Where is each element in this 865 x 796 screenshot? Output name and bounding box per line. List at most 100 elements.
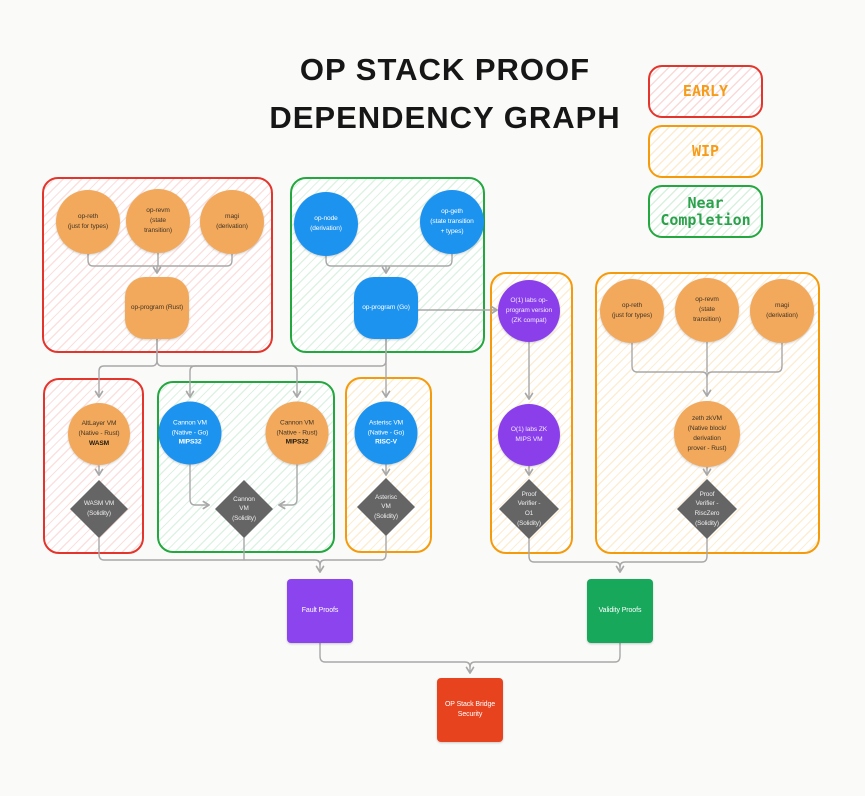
node-label-line: (Solidity) [87, 510, 111, 517]
node-label-line: transition) [693, 315, 721, 323]
node-op-revm-early: op-revm (state transition) [126, 189, 190, 253]
page-title-line-1: OP STACK PROOF [299, 52, 591, 87]
node-zeth-zkvm: zeth zkVM (Native block/ derivation prov… [674, 401, 740, 467]
node-label-line: O1 [524, 510, 534, 517]
node-label-line: (Native - Rust) [276, 429, 318, 437]
edge-early-bus [87, 252, 233, 267]
edge-wasm-to-fault [98, 537, 325, 573]
node-label-line: WASM VM [83, 500, 115, 508]
edge-wip-bus-left [631, 342, 712, 397]
node-o1-op-program: O(1) labs op- program version (ZK compat… [498, 280, 560, 342]
legend-near-label-line-1: Near [687, 193, 724, 212]
node-op-revm-wip: op-revm (state transition) [675, 278, 739, 342]
node-label-line: op-geth [441, 208, 463, 216]
node-label-line: + types) [440, 227, 464, 235]
legend-wip: WIP [648, 125, 763, 178]
node-magi-wip: magi (derivation) [750, 279, 814, 343]
node-label-line: (state [699, 306, 715, 314]
legend-wip-label: WIP [691, 142, 720, 160]
edge-go-to-cannon-go [185, 338, 387, 398]
node-label-line: Asterisc VM [368, 419, 404, 427]
node-label-line: op-program (Rust) [130, 304, 184, 312]
node-label-line: transition) [144, 226, 172, 234]
edge-o1-to-validity [528, 536, 625, 573]
node-label-line: Verifier - [517, 500, 541, 508]
node-label-line: Asterisc [375, 493, 397, 501]
node-label-line: RiscZero [694, 510, 720, 517]
edge-validity-to-bridge [469, 642, 621, 668]
node-label-line-bold: MIPS32 [178, 438, 202, 446]
node-label-line: op-revm [695, 296, 719, 304]
node-op-stack-bridge-security: OP Stack Bridge Security [437, 678, 503, 742]
node-label-line: op-revm [146, 207, 170, 215]
node-asterisc-vm: Asterisc VM (Native - Go) RISC-V [354, 401, 418, 465]
node-label-line: magi [225, 213, 239, 221]
node-label-line: (just for types) [611, 312, 653, 319]
node-label-line: (Native block/ [687, 425, 727, 433]
node-label-line: O(1) labs ZK [510, 426, 548, 434]
edge-fault-to-bridge [319, 642, 475, 674]
node-label-line: VM [381, 503, 391, 511]
node-label-line: (derivation) [766, 312, 798, 319]
node-op-node: op-node (derivation) [294, 192, 358, 256]
node-label-line: (Native - Go) [171, 429, 209, 437]
edge-rust-to-cannon-rust [156, 338, 302, 398]
node-label-line: (Solidity) [374, 512, 398, 520]
node-label-line-bold: WASM [88, 439, 110, 447]
node-cannon-vm-go: Cannon VM (Native - Go) MIPS32 [158, 401, 222, 465]
node-magi-early: magi (derivation) [200, 190, 264, 254]
node-label-line: Verifier - [695, 500, 719, 508]
node-label-line: OP Stack Bridge [444, 700, 496, 708]
node-label-line: zeth zkVM [692, 415, 722, 423]
node-cannon-vm-rust: Cannon VM (Native - Rust) MIPS32 [265, 401, 329, 465]
node-label-line: (derivation) [216, 223, 248, 230]
node-label-line: op-node [314, 215, 338, 223]
node-label-line: VM [239, 505, 249, 513]
edge-risczero-to-validity [619, 537, 708, 568]
node-label-line: Cannon [233, 495, 255, 503]
legend-near-label-line-2: Completion [660, 210, 751, 229]
node-label-line: Security [457, 711, 483, 718]
node-label-line: (just for types) [67, 223, 109, 230]
node-label-line: Cannon VM [173, 419, 207, 427]
node-label-line-bold: RISC-V [375, 438, 397, 446]
node-validity-proofs: Validity Proofs [587, 579, 653, 643]
edge-rust-to-altlayer [94, 338, 158, 398]
page-title-line-2: DEPENDENCY GRAPH [269, 100, 621, 135]
node-label-line: Fault Proofs [301, 606, 339, 614]
node-label-line: AltLayer VM [81, 420, 117, 428]
legend-early: EARLY [648, 65, 763, 118]
node-label-line: (derivation) [310, 225, 342, 232]
edge-wip-bus-right [706, 342, 783, 378]
page-title: OP STACK PROOF DEPENDENCY GRAPH [145, 46, 745, 142]
edge-cannon-rust-to-sol [278, 464, 298, 510]
node-label-line: Proof [521, 490, 537, 498]
node-label-line: Validity Proofs [598, 606, 642, 614]
edge-asterisc-to-fault [319, 535, 387, 566]
node-op-program-rust: op-program (Rust) [125, 277, 189, 339]
node-label-line: derivation [693, 435, 721, 442]
node-label-line: (Solidity) [517, 519, 541, 527]
node-op-reth-early: op-reth (just for types) [56, 190, 120, 254]
node-op-geth: op-geth (state transition + types) [420, 190, 484, 254]
node-label-line: op-program (Go) [362, 304, 410, 312]
node-label-line: (state [150, 217, 166, 225]
node-label-line: (Native - Rust) [78, 430, 120, 438]
node-label-line: O(1) labs op- [510, 297, 548, 305]
node-fault-proofs: Fault Proofs [287, 579, 353, 643]
node-label-line: magi [775, 302, 789, 310]
node-op-program-go: op-program (Go) [354, 277, 418, 339]
node-label-line: (Solidity) [232, 514, 256, 522]
node-label-line: (Solidity) [695, 519, 719, 527]
node-label-line: Cannon VM [280, 419, 314, 427]
node-label-line: (ZK compat) [511, 316, 547, 324]
legend-near-completion: Near Completion [648, 185, 763, 238]
node-o1-zk-mips-vm: O(1) labs ZK MIPS VM [498, 404, 560, 466]
node-label-line: (state transition [430, 218, 474, 226]
edge-near-bus [325, 251, 453, 267]
node-label-line: op-reth [621, 302, 643, 310]
node-label-line: MIPS VM [515, 436, 543, 443]
node-label-line-bold: MIPS32 [285, 438, 309, 446]
